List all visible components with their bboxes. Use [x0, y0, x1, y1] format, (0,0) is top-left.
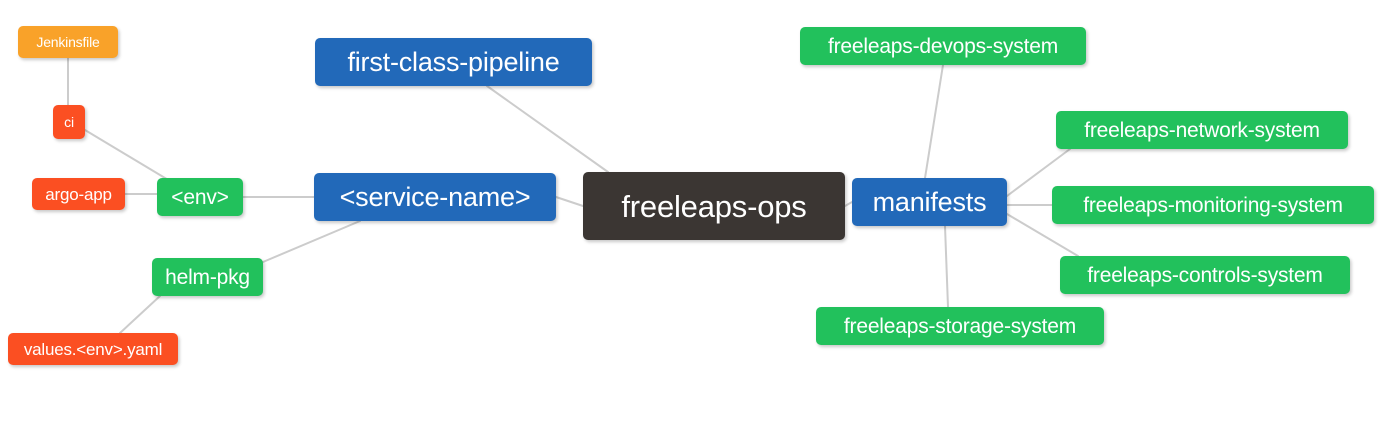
mindmap-node-first-class-pipeline[interactable]: first-class-pipeline: [315, 38, 592, 86]
mindmap-node-label: ci: [64, 114, 74, 130]
mindmap-node-label: <service-name>: [339, 181, 531, 212]
edge-ops-service-name: [555, 196, 584, 207]
edge-ops-first-class-pipeline: [486, 85, 609, 173]
mindmap-node-helm-pkg[interactable]: helm-pkg: [152, 258, 263, 296]
mindmap-node-freeleaps-devops-system[interactable]: freeleaps-devops-system: [800, 27, 1086, 65]
mindmap-node-label: manifests: [872, 186, 987, 217]
mindmap-node-manifests[interactable]: manifests: [852, 178, 1007, 226]
mindmap-node-label: freeleaps-controls-system: [1087, 263, 1323, 287]
edge-helm-pkg-values: [119, 295, 161, 334]
mindmap-node-label: freeleaps-storage-system: [843, 314, 1077, 338]
mindmap-node-label: <env>: [171, 185, 229, 209]
edge-service-name-helm-pkg: [262, 220, 361, 263]
mindmap-node-label: Jenkinsfile: [36, 34, 100, 50]
mindmap-node-argo-app[interactable]: argo-app: [32, 178, 125, 210]
mindmap-node-service-name[interactable]: <service-name>: [314, 173, 556, 221]
mindmap-node-label: argo-app: [45, 184, 112, 204]
mindmap-node-freeleaps-monitoring-system[interactable]: freeleaps-monitoring-system: [1052, 186, 1374, 224]
mindmap-node-ci[interactable]: ci: [53, 105, 85, 139]
edge-ops-manifests: [844, 201, 853, 207]
mindmap-node-jenkinsfile[interactable]: Jenkinsfile: [18, 26, 118, 58]
mindmap-node-freeleaps-network-system[interactable]: freeleaps-network-system: [1056, 111, 1348, 149]
mindmap-node-label: freeleaps-monitoring-system: [1083, 193, 1343, 217]
edge-manifests-devops: [924, 64, 944, 179]
mindmap-node-env[interactable]: <env>: [157, 178, 243, 216]
mindmap-node-freeleaps-storage-system[interactable]: freeleaps-storage-system: [816, 307, 1104, 345]
mindmap-node-label: freeleaps-devops-system: [828, 34, 1058, 58]
mindmap-node-freeleaps-ops[interactable]: freeleaps-ops: [583, 172, 845, 240]
mindmap-node-label: first-class-pipeline: [347, 46, 560, 77]
edge-manifests-storage: [944, 225, 949, 308]
mindmap-node-label: freeleaps-network-system: [1084, 118, 1320, 142]
mindmap-node-values-env-yaml[interactable]: values.<env>.yaml: [8, 333, 178, 365]
mindmap-node-label: helm-pkg: [165, 265, 250, 289]
mindmap-node-label: values.<env>.yaml: [23, 339, 163, 359]
mindmap-node-freeleaps-controls-system[interactable]: freeleaps-controls-system: [1060, 256, 1350, 294]
mindmap-node-label: freeleaps-ops: [621, 188, 807, 224]
